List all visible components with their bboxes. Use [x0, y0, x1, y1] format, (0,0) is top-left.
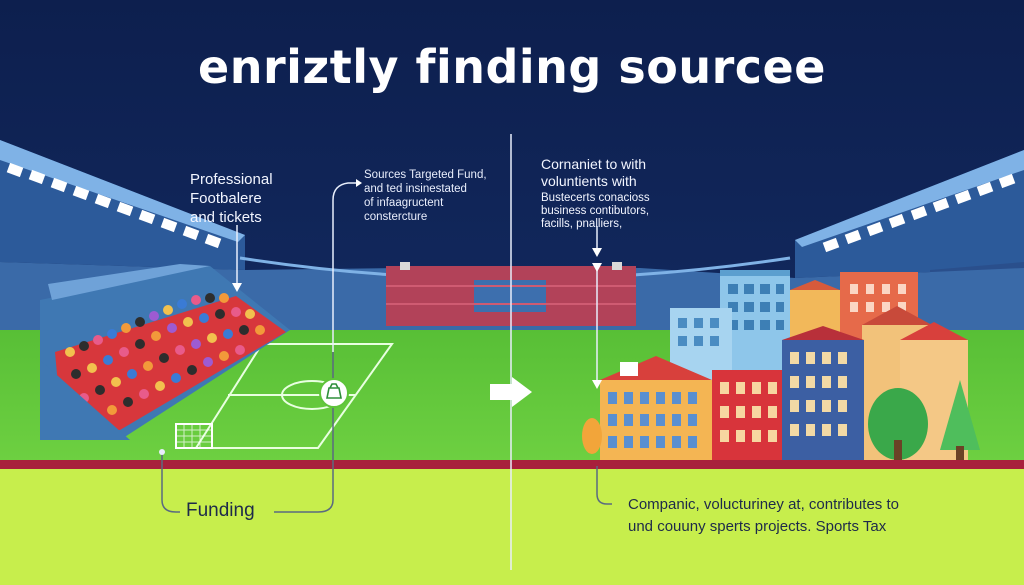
- note-line: business contibutors,: [541, 205, 650, 217]
- left-stadium-roof: [0, 140, 245, 270]
- note-line: Bustecerts conacioss: [541, 192, 650, 204]
- note-line: Companic, volucturiney at, contributes t…: [628, 496, 899, 513]
- note-line: of infaagructent: [364, 197, 444, 209]
- city-buildings: [582, 270, 980, 460]
- track-band: [0, 460, 1024, 469]
- note-line: und couuny sperts projects. Sports Tax: [628, 518, 887, 535]
- stadium-lights-icon: [6, 162, 222, 249]
- volunteers-note: Cornaniet to with voluntients with Buste…: [541, 156, 671, 231]
- trees: [582, 380, 980, 460]
- marker-dot: [159, 449, 165, 455]
- note-line: and ted insinestated: [364, 183, 467, 195]
- professional-football-note: Professional Footbalere and tickets: [190, 170, 290, 227]
- left-stand: [40, 264, 290, 440]
- note-line: Professional: [190, 171, 273, 188]
- goal: [175, 423, 213, 449]
- note-line: voluntients with: [541, 173, 637, 189]
- crowd: [65, 293, 265, 423]
- note-line: facills, pnalliers,: [541, 218, 623, 230]
- page-title: enriztly finding sourcee: [198, 40, 826, 94]
- sports-tax-note: Companic, volucturiney at, contributes t…: [628, 494, 928, 538]
- arrow-right-icon: [490, 377, 532, 407]
- targeted-fund-note: Sources Targeted Fund, and ted insinesta…: [364, 168, 494, 224]
- note-line: constercture: [364, 211, 428, 223]
- funding-label: Funding: [186, 500, 255, 521]
- arrow-heads: [232, 179, 602, 389]
- connector-lines: [161, 182, 612, 513]
- note-line: Footbalere: [190, 190, 262, 207]
- note-line: Cornaniet to with: [541, 156, 647, 172]
- note-line: and tickets: [190, 209, 262, 226]
- foreground-ground: [0, 469, 1024, 585]
- money-bag-icon: [319, 378, 349, 408]
- note-line: Sources Targeted Fund,: [364, 169, 487, 181]
